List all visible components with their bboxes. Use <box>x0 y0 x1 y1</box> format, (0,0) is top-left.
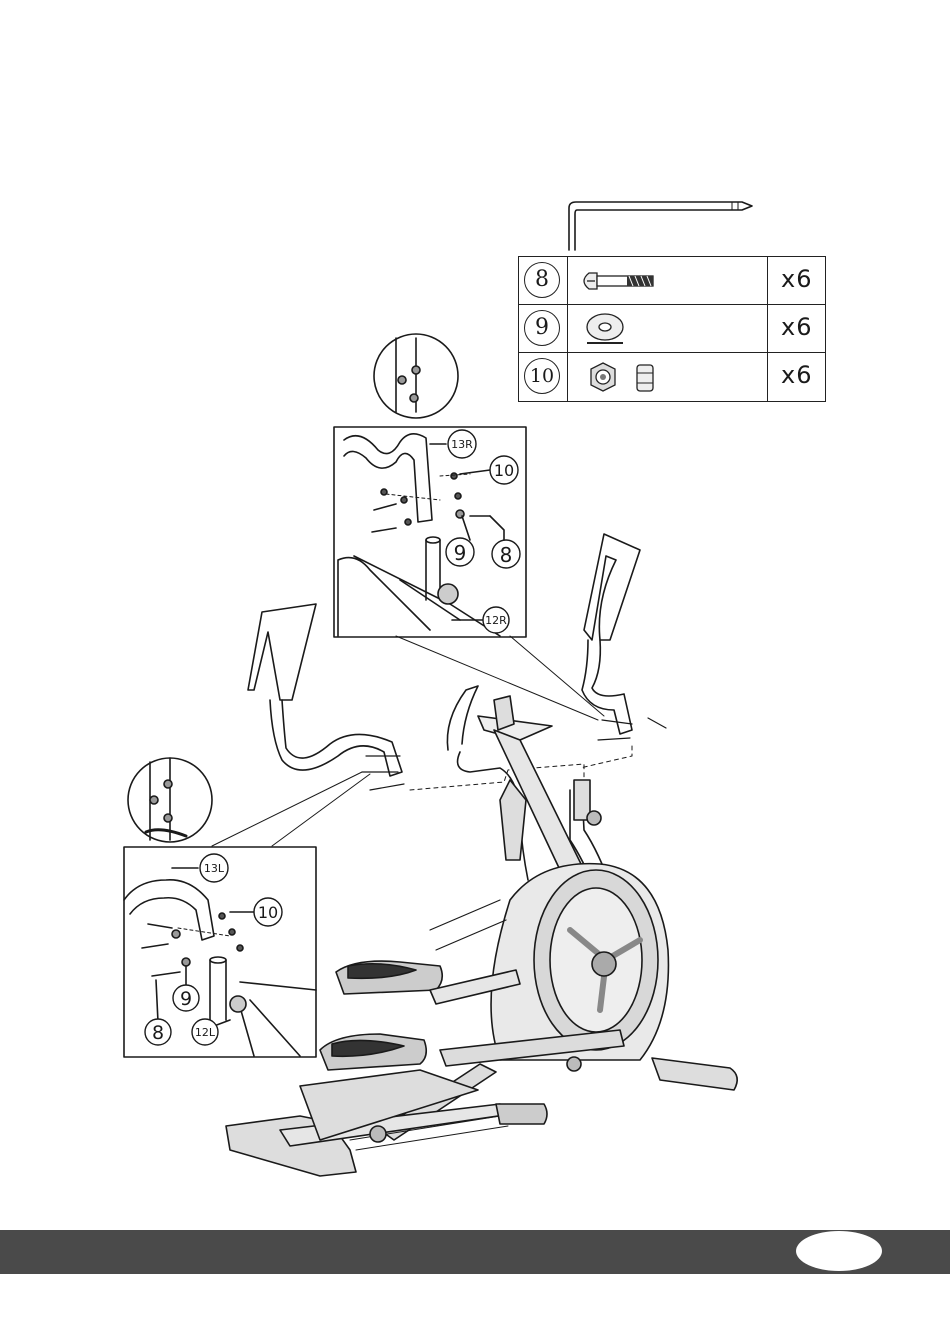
callout-9-right-label: 9 <box>454 541 467 565</box>
part-quantity: x6 <box>781 361 812 389</box>
zoom-detail-left <box>128 758 212 842</box>
callout-9-left-label: 9 <box>180 988 192 1010</box>
callout-13l-label: 13L <box>204 862 225 875</box>
part-quantity: x6 <box>781 313 812 341</box>
callout-8-left-label: 8 <box>152 1022 164 1044</box>
zoom-detail-right <box>374 334 458 418</box>
part-number: 10 <box>524 358 560 394</box>
handlebar-right-illustration <box>582 534 666 740</box>
parts-row-bolt: 8 x6 <box>519 257 825 305</box>
callout-13r-label: 13R <box>451 438 473 451</box>
callout-8-right-label: 8 <box>500 543 513 567</box>
parts-row-nut: 10 x6 <box>519 353 825 401</box>
nut-icon <box>575 357 755 397</box>
washer-icon <box>575 309 755 349</box>
part-quantity: x6 <box>781 265 812 293</box>
hardware-parts-table: 8 x6 9 x6 10 x6 <box>518 256 826 402</box>
parts-row-washer: 9 x6 <box>519 305 825 353</box>
allen-key-icon <box>569 202 752 250</box>
callout-10-right-label: 10 <box>494 461 514 480</box>
callout-12l-label: 12L <box>195 1026 216 1039</box>
bolt-icon <box>575 261 755 301</box>
part-number: 9 <box>524 310 560 346</box>
callout-12r-label: 12R <box>485 614 507 627</box>
callout-10-left-label: 10 <box>258 903 278 922</box>
page-number-badge <box>796 1231 882 1271</box>
part-number: 8 <box>524 262 560 298</box>
